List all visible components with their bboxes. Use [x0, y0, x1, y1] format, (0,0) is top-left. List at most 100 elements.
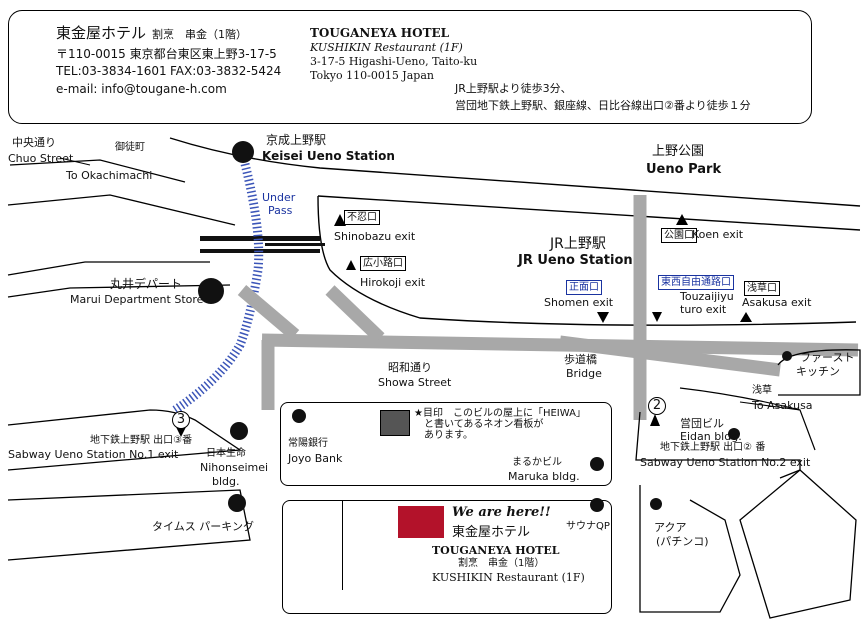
exit2-marker	[650, 414, 660, 426]
okachimachi-jp: 御徒町	[115, 142, 145, 153]
exit2-en: Sabway Ueno Station No.2 exit	[640, 456, 811, 469]
hotel-en: TOUGANEYA HOTEL	[432, 544, 560, 557]
asakusa-tag: 浅草口	[744, 281, 780, 296]
hotel-block	[282, 500, 612, 614]
header-postal-jp: 〒110-0015 東京都台東区東上野3-17-5	[56, 47, 277, 61]
koen-exit-marker	[676, 214, 688, 225]
joyo-jp: 常陽銀行	[288, 438, 328, 449]
rail-track-1	[200, 236, 320, 241]
park-jp: 上野公園	[652, 144, 705, 159]
first-kitchen-1: ファースト	[800, 351, 855, 364]
shinobazu-exit-marker	[334, 214, 346, 226]
nihonseimei-jp: 日本生命	[206, 448, 246, 459]
hotel-marker	[398, 506, 444, 538]
shinobazu-en: Shinobazu exit	[334, 230, 416, 243]
asakusa-street	[679, 387, 816, 451]
koen-tag: 公園口	[661, 228, 697, 243]
times-parking: タイムス パーキング	[152, 520, 254, 533]
station-top-line	[317, 195, 861, 231]
sauna-label: サウナQP	[566, 521, 610, 532]
touzai-en-1: Touzaijiyu	[680, 290, 734, 303]
hotel-jp: 東金屋ホテル	[452, 525, 531, 540]
exit2-number: 2	[648, 397, 666, 415]
marui-en: Marui Department Store	[70, 293, 204, 306]
chuo-en: Chuo Street	[8, 152, 74, 165]
west-road-line	[7, 194, 236, 226]
eidan-jp: 営団ビル	[680, 417, 724, 430]
joyo-maruka-block	[280, 402, 612, 486]
header-restaurant-en: KUSHIKIN Restaurant (1F)	[310, 41, 463, 54]
station-outline	[317, 195, 857, 326]
chuo-jp: 中央通り	[12, 136, 56, 149]
joyo-en: Joyo Bank	[288, 452, 343, 465]
eidan-en: Eidan bldg.	[680, 430, 742, 443]
okachimachi-road-line	[9, 159, 186, 183]
keisei-station-marker	[232, 141, 254, 163]
exit2-jp: 地下鉄上野駅 出口② 番	[660, 442, 766, 453]
touzai-exit-marker	[652, 312, 662, 322]
header-fax: FAX:03-3832-5424	[170, 64, 282, 78]
exit3-en: Sabway Ueno Station No.1 exit	[8, 448, 179, 461]
marui-marker	[198, 278, 224, 304]
hotel-inner-block	[342, 500, 611, 590]
bridge-road	[559, 335, 781, 377]
nihonseimei-en-2: bldg.	[212, 475, 240, 488]
maruka-en: Maruka bldg.	[508, 470, 580, 483]
marui-jp: 丸井デパート	[110, 277, 183, 291]
times-marker	[228, 494, 246, 512]
maruka-marker	[590, 457, 604, 471]
touzai-en-2: turo exit	[680, 303, 727, 316]
jr-en: JR Ueno Station	[518, 253, 633, 268]
heiwa-note-2: と書いてあるネオン看板が	[424, 419, 544, 430]
bridge-jp: 歩道橋	[564, 353, 597, 366]
diagonal-road-2	[325, 285, 385, 343]
times-block	[7, 489, 251, 561]
diamond-block	[739, 469, 857, 619]
eidan-marker	[728, 428, 740, 440]
keisei-en: Keisei Ueno Station	[262, 149, 395, 163]
hotel-rest-jp: 割烹 串金（1階）	[458, 558, 545, 569]
header-access-2: 営団地下鉄上野駅、銀座線、日比谷線出口②番より徒歩１分	[455, 99, 751, 112]
aqua-marker	[650, 498, 662, 510]
to-asakusa-en: To Asakusa	[752, 399, 813, 412]
aqua-1: アクア	[654, 521, 687, 534]
touzai-tag: 東西自由通路口	[658, 275, 734, 290]
shomen-en: Shomen exit	[544, 296, 614, 309]
showa-en: Showa Street	[378, 376, 452, 389]
header-restaurant-jp: 割烹 串金（1階）	[152, 28, 247, 41]
hotel-rest-en: KUSHIKIN Restaurant (1F)	[432, 571, 585, 584]
to-asakusa-arrow	[739, 401, 801, 411]
first-kitchen-2: キッチン	[796, 365, 840, 378]
hirokoji-exit-marker	[346, 260, 356, 270]
header-name-en: TOUGANEYA HOTEL	[310, 26, 450, 40]
sauna-marker	[590, 498, 604, 512]
heiwa-note-1: ★目印 このビルの屋上に「HEIWA」	[414, 408, 586, 419]
exit3-jp: 地下鉄上野駅 出口③番	[90, 435, 193, 446]
first-kitchen-block	[777, 349, 861, 396]
asakusa-exit-en: Asakusa exit	[742, 296, 812, 309]
marui-road-line-2	[7, 284, 231, 298]
okachimachi-arrow-line	[59, 157, 91, 166]
park-en: Ueno Park	[646, 162, 722, 177]
shomen-exit-marker	[597, 312, 609, 323]
header-tel: TEL:03-3834-1601	[56, 64, 167, 78]
shomen-tag: 正面口	[566, 280, 602, 295]
header-name-jp: 東金屋ホテル	[56, 24, 147, 42]
nihonseimei-en-1: Nihonseimei	[200, 461, 269, 474]
keisei-jp: 京成上野駅	[266, 133, 327, 147]
asakusa-exit-marker	[740, 312, 752, 322]
koen-en: Koen exit	[692, 228, 744, 241]
to-asakusa-jp: 浅草	[752, 385, 772, 396]
hirokoji-tag: 広小路口	[360, 256, 406, 271]
first-kitchen-marker	[782, 351, 792, 361]
underpass-1: Under	[262, 191, 296, 204]
header-panel	[8, 10, 812, 124]
header-access-1: JR上野駅より徒歩3分、	[455, 82, 572, 95]
diagonal-road-1	[237, 285, 300, 340]
aqua-block	[639, 485, 741, 613]
marui-road-line	[7, 261, 210, 276]
header-address-2: Tokyo 110-0015 Japan	[310, 69, 434, 82]
